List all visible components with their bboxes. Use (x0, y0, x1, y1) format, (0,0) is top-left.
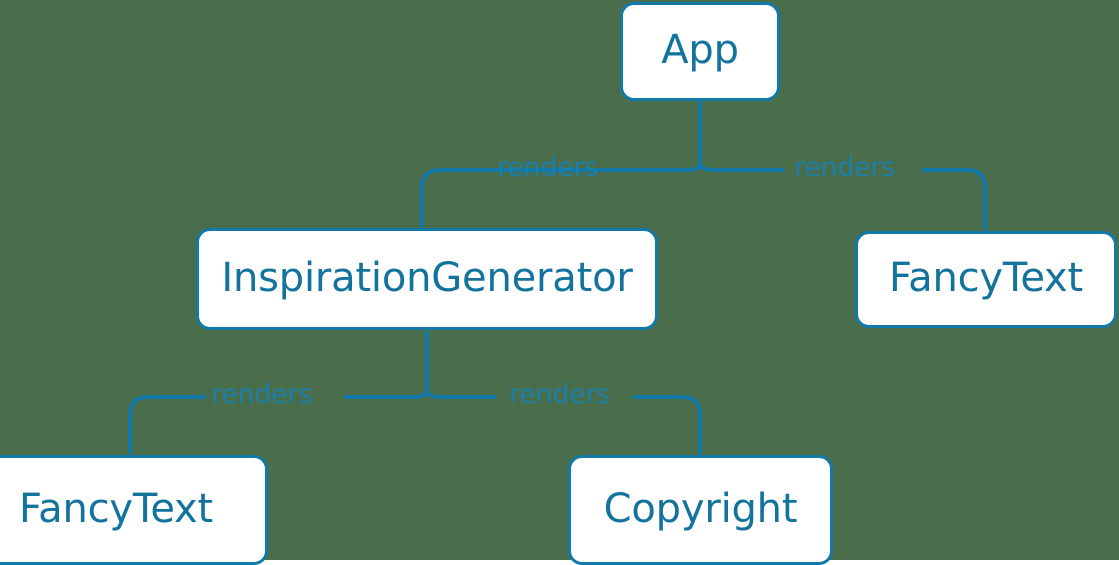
node-inspirationgenerator-label: InspirationGenerator (221, 254, 633, 301)
edge-inspirationgenerator-to-copyright (425, 391, 496, 399)
edge-app-to-inspirationgenerator (493, 164, 702, 172)
node-fancytext-right-label: FancyText (889, 255, 1083, 301)
edge-app-to-fancytext-right-run (922, 168, 987, 230)
node-app-label: App (661, 27, 739, 73)
edge-label-app-to-inspirationgenerator: renders (497, 152, 599, 183)
edge-app-to-fancytext-right (698, 164, 784, 172)
node-fancytext-right[interactable]: FancyText (855, 231, 1117, 328)
node-copyright[interactable]: Copyright (568, 455, 833, 565)
edge-inspirationgenerator-to-copyright-run (633, 395, 702, 454)
edge-app-to-inspirationgenerator-run (420, 168, 624, 227)
edge-label-app-to-fancytext-right: renders (794, 152, 896, 183)
edge-inspirationgenerator-to-fancytext-left (344, 391, 429, 399)
node-fancytext-left-label: FancyText (19, 485, 213, 532)
edge-label-inspirationgenerator-to-copyright: renders (509, 379, 611, 410)
edge-inspirationgenerator-to-fancytext-left-run (128, 395, 206, 454)
node-fancytext-left[interactable]: FancyText (0, 455, 268, 565)
node-inspirationgenerator[interactable]: InspirationGenerator (196, 228, 658, 330)
edge-label-inspirationgenerator-to-fancytext-left: renders (211, 379, 313, 410)
node-copyright-label: Copyright (603, 485, 798, 532)
node-app[interactable]: App (620, 2, 780, 101)
